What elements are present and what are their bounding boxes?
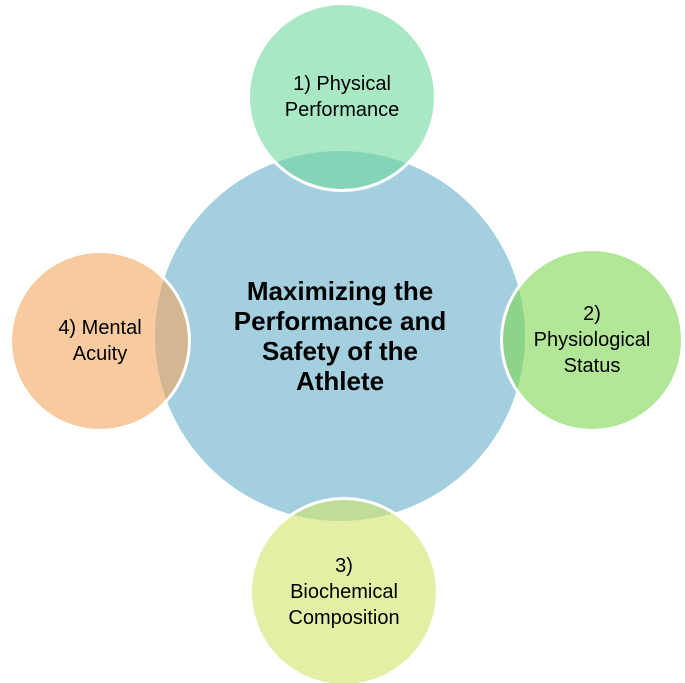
- center-label-line: Maximizing the: [246, 276, 434, 306]
- satellite-label-line: 3): [335, 555, 353, 577]
- satellite-label-line: Performance: [284, 99, 400, 121]
- circle-physiological-status: 2) Physiological Status: [500, 248, 684, 432]
- center-label-line: Safety of the: [261, 336, 419, 366]
- satellite-label-line: 1) Physical: [293, 73, 391, 95]
- circle-athlete-goal: Maximizing the Performance and Safety of…: [155, 151, 525, 521]
- satellite-label-line: Status: [563, 355, 621, 377]
- circle-biochemical-composition: 3) Biochemical Composition: [249, 497, 439, 683]
- satellite-label-line: Biochemical: [290, 581, 398, 603]
- center-circle-label: Maximizing the Performance and Safety of…: [234, 276, 446, 396]
- satellite-label-line: Acuity: [72, 343, 128, 365]
- center-label-line: Performance and: [233, 306, 447, 336]
- satellite-label-line: Composition: [288, 607, 400, 629]
- center-label-line: Athlete: [295, 366, 385, 396]
- satellite-label-line: 2): [583, 303, 601, 325]
- physical-performance-label: 1) Physical Performance: [285, 71, 400, 123]
- physiological-status-label: 2) Physiological Status: [534, 301, 651, 379]
- circle-physical-performance: 1) Physical Performance: [247, 2, 437, 192]
- satellite-label-line: 4) Mental: [58, 317, 142, 339]
- circle-mental-acuity: 4) Mental Acuity: [9, 250, 191, 432]
- mental-acuity-label: 4) Mental Acuity: [58, 315, 141, 367]
- satellite-label-line: Physiological: [533, 329, 651, 351]
- biochemical-composition-label: 3) Biochemical Composition: [288, 553, 399, 631]
